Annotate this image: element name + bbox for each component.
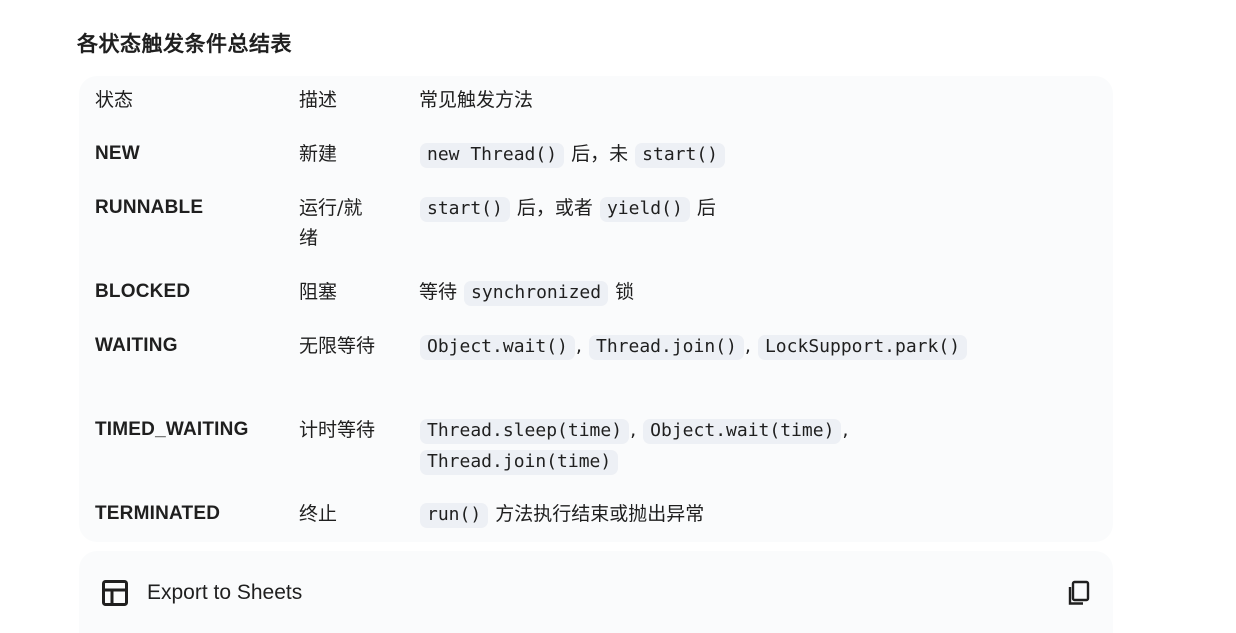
inline-code: Thread.join(time) [420, 450, 619, 475]
description-cell: 运行/就绪 [299, 197, 363, 249]
method-text: , [842, 419, 849, 441]
section-title: 各状态触发条件总结表 [77, 32, 292, 56]
inline-code: yield() [599, 197, 690, 222]
description-cell: 终止 [299, 503, 338, 525]
header-trigger-methods: 常见触发方法 [419, 89, 534, 111]
description-cell: 计时等待 [299, 419, 376, 441]
method-cell: Object.wait(), Thread.join(), LockSuppor… [419, 331, 1089, 362]
method-text: , [575, 335, 588, 357]
inline-code: LockSupport.park() [757, 335, 968, 360]
method-cell: 等待 synchronized 锁 [419, 277, 1089, 308]
inline-code: new Thread() [420, 143, 565, 168]
method-text: 后，未 [565, 143, 635, 165]
method-text: 方法执行结束或抛出异常 [489, 503, 705, 525]
table-grid-icon [102, 580, 128, 606]
inline-code: start() [420, 197, 510, 222]
state-cell: TIMED_WAITING [95, 419, 249, 440]
header-state: 状态 [95, 89, 134, 111]
method-cell: new Thread() 后，未 start() [419, 139, 1089, 170]
method-text: 后 [690, 197, 716, 219]
description-cell: 新建 [299, 143, 338, 165]
method-cell: start() 后，或者 yield() 后 [419, 193, 1089, 224]
table-footer: Export to Sheets [79, 551, 1113, 633]
state-cell: NEW [95, 143, 140, 164]
description-cell: 阻塞 [299, 281, 338, 303]
inline-code: run() [420, 503, 489, 528]
inline-code: Thread.sleep(time) [420, 419, 630, 444]
method-text: , [744, 335, 757, 357]
state-summary-table: 状态 描述 常见触发方法 NEW 新建 new Thread() 后，未 sta… [79, 76, 1113, 542]
method-text: 锁 [609, 281, 635, 303]
state-cell: RUNNABLE [95, 197, 204, 218]
method-text: 等待 [419, 281, 464, 303]
export-to-sheets-label: Export to Sheets [147, 581, 303, 604]
method-text: 后，或者 [510, 197, 599, 219]
inline-code: Object.wait() [420, 335, 575, 360]
state-cell: TERMINATED [95, 503, 221, 524]
method-text: , [630, 419, 643, 441]
description-cell: 无限等待 [299, 335, 376, 357]
method-cell: run() 方法执行结束或抛出异常 [419, 499, 1089, 530]
header-description: 描述 [299, 89, 338, 111]
inline-code: synchronized [464, 281, 609, 306]
state-cell: BLOCKED [95, 281, 191, 302]
inline-code: Object.wait(time) [643, 419, 842, 444]
table-header-row: 状态 描述 常见触发方法 [79, 85, 1113, 115]
state-cell: WAITING [95, 335, 178, 356]
export-to-sheets-button[interactable]: Export to Sheets [101, 577, 302, 609]
inline-code: Thread.join() [588, 335, 744, 360]
inline-code: start() [635, 143, 725, 168]
method-cell: Thread.sleep(time), Object.wait(time), Th… [419, 415, 1089, 477]
copy-icon[interactable] [1065, 579, 1093, 607]
